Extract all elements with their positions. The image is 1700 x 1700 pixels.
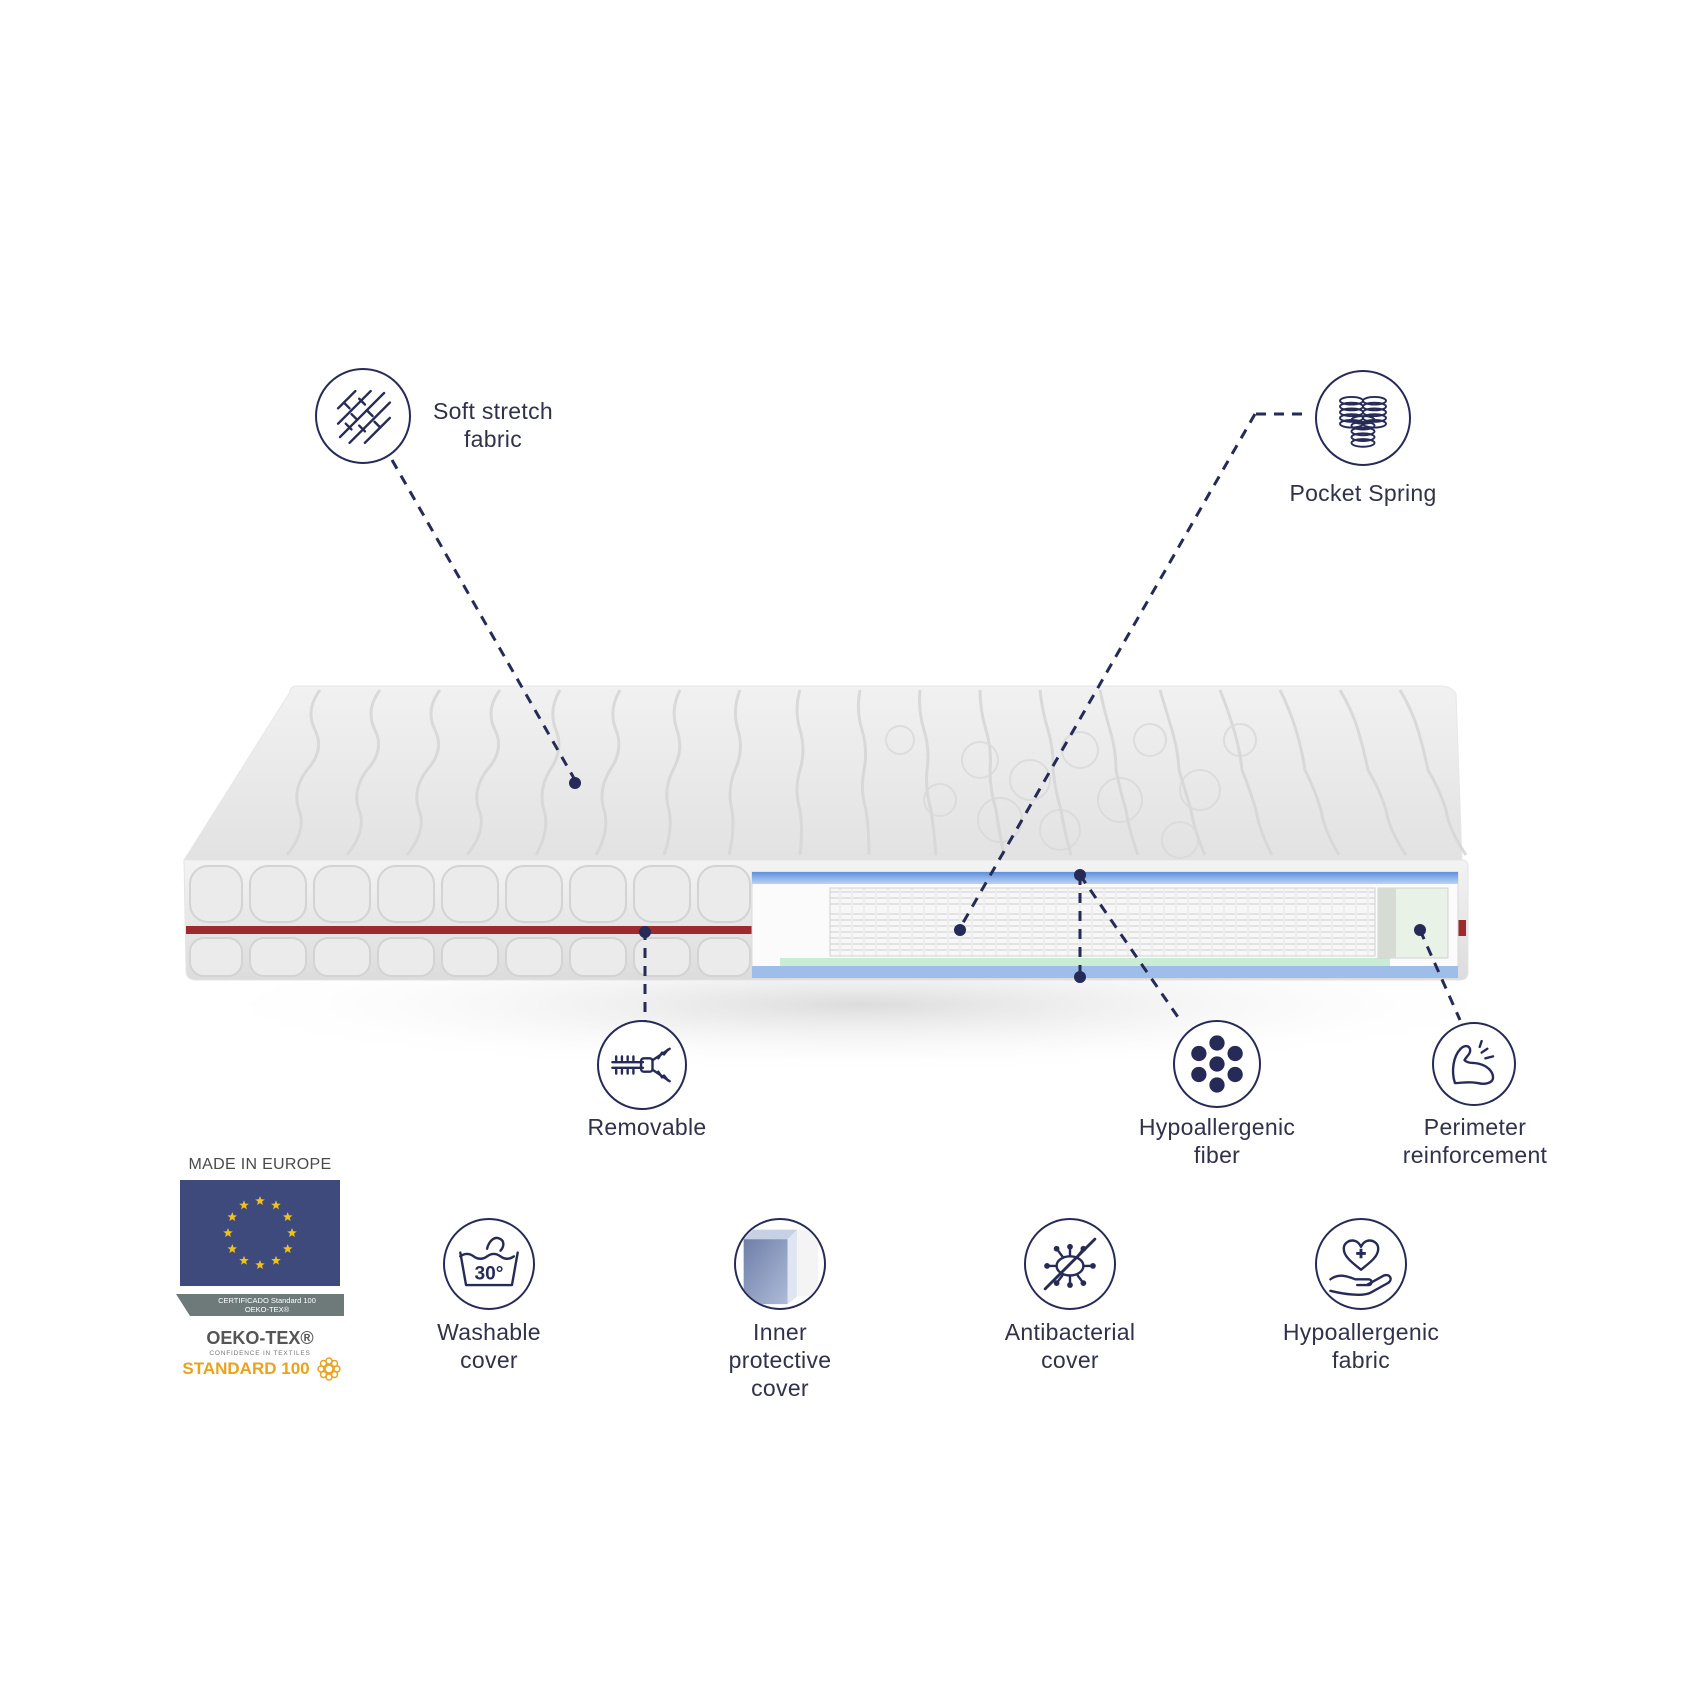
- eu-star-icon: [227, 1244, 238, 1254]
- eu-star-icon: [282, 1212, 293, 1222]
- eu-star-icon: [239, 1255, 249, 1265]
- eu-star-icon: [239, 1200, 249, 1210]
- hypo-fiber-label: Hypoallergenic fiber: [1127, 1113, 1307, 1169]
- soft-stretch-label-line1: Soft stretch: [433, 398, 553, 424]
- cert-line2: OEKO-TEX®: [244, 1305, 290, 1314]
- eu-star-icon: [255, 1260, 265, 1270]
- washable-label: Washable cover: [404, 1318, 574, 1374]
- hypo-fabric-label-line2: fabric: [1331, 1347, 1391, 1373]
- oeko-flower-icon: [317, 1357, 341, 1381]
- pocket-spring-icon: [1315, 370, 1411, 466]
- eu-star-icon: [271, 1255, 281, 1265]
- inner-cover-label: Inner protective cover: [695, 1318, 865, 1402]
- perimeter-label-line1: Perimeter: [1423, 1114, 1527, 1140]
- eu-star-icon: [282, 1244, 293, 1254]
- antibacterial-icon: [1024, 1218, 1116, 1310]
- antibacterial-label: Antibacterial cover: [985, 1318, 1155, 1374]
- eu-star-icon: [223, 1228, 233, 1238]
- pocket-spring-label: Pocket Spring: [1278, 479, 1448, 507]
- oeko-tex-text: OEKO-TEX®: [206, 1328, 314, 1348]
- certification-badge: MADE IN EUROPE CERTIFICADO Standard 100 …: [176, 1156, 344, 1392]
- inner-cover-label-line1: Inner: [753, 1319, 807, 1345]
- soft-stretch-label: Soft stretch fabric: [418, 397, 568, 453]
- cert-ribbon: [176, 1294, 344, 1316]
- pocket-spring-label-line1: Pocket Spring: [1289, 480, 1437, 506]
- hypo-fabric-label-line1: Hypoallergenic: [1282, 1319, 1440, 1345]
- heart-hand-icon: [1315, 1218, 1407, 1310]
- perimeter-label-line2: reinforcement: [1402, 1142, 1548, 1168]
- wash-temperature: 30°: [475, 1263, 504, 1284]
- eu-star-icon: [287, 1228, 297, 1238]
- hypo-fiber-label-line1: Hypoallergenic: [1138, 1114, 1296, 1140]
- inner-cover-icon: [734, 1218, 826, 1310]
- soft-stretch-label-line2: fabric: [463, 426, 523, 452]
- hypo-fabric-label: Hypoallergenic fabric: [1266, 1318, 1456, 1374]
- antibacterial-label-line1: Antibacterial: [1004, 1319, 1136, 1345]
- made-in-europe-text: MADE IN EUROPE: [188, 1156, 332, 1173]
- perimeter-label: Perimeter reinforcement: [1380, 1113, 1570, 1169]
- confidence-text: CONFIDENCE IN TEXTILES: [209, 1350, 311, 1357]
- washable-label-line1: Washable: [437, 1319, 541, 1345]
- inner-cover-label-line3: cover: [751, 1375, 809, 1401]
- hand-wash-30-icon: 30°: [443, 1218, 535, 1310]
- washable-label-line2: cover: [460, 1347, 518, 1373]
- muscle-arm-icon: [1432, 1022, 1516, 1106]
- eu-star-icon: [227, 1212, 238, 1222]
- eu-flag: [180, 1180, 340, 1286]
- removable-label: Removable: [562, 1113, 732, 1141]
- eu-star-icon: [271, 1200, 281, 1210]
- fiber-icon: [1173, 1020, 1261, 1108]
- antibacterial-label-line2: cover: [1041, 1347, 1099, 1373]
- fabric-weave-icon: [315, 368, 411, 464]
- inner-cover-label-line2: protective: [728, 1347, 832, 1373]
- zipper-icon: [597, 1020, 687, 1110]
- removable-label-line1: Removable: [587, 1114, 707, 1140]
- cert-line1: CERTIFICADO Standard 100: [218, 1296, 316, 1305]
- hypo-fiber-label-line2: fiber: [1193, 1142, 1241, 1168]
- eu-star-icon: [255, 1196, 265, 1206]
- standard-100-text: STANDARD 100: [182, 1359, 310, 1378]
